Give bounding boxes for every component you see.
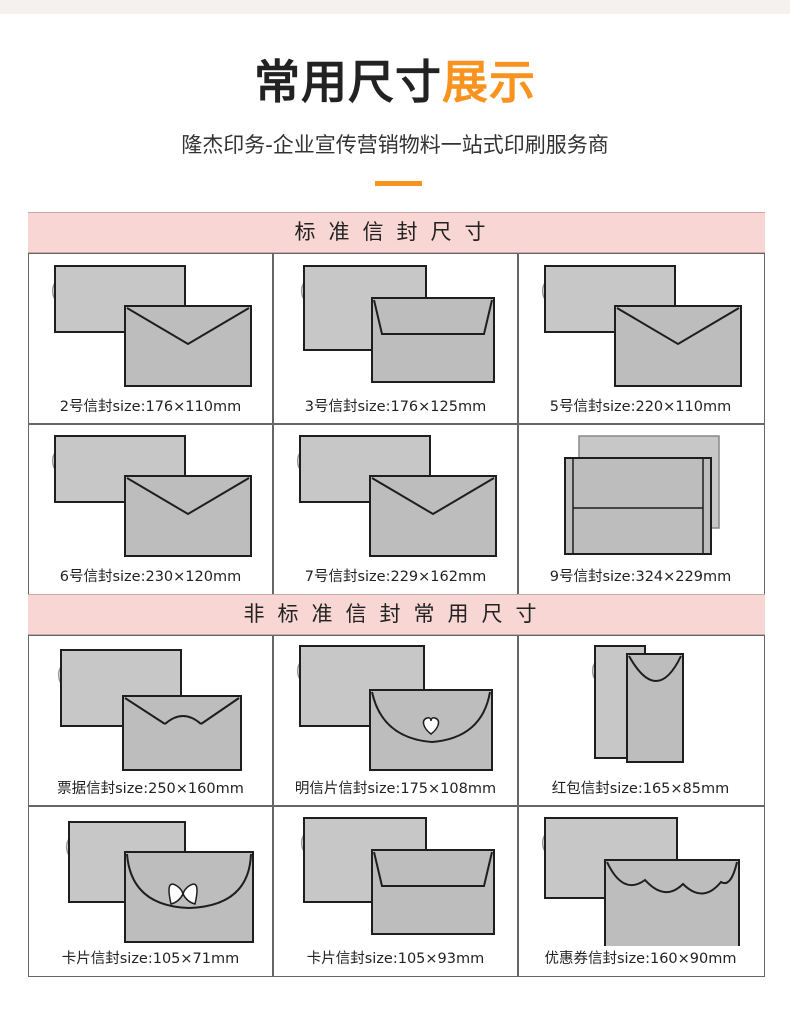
page-title: 常用尺寸展示 <box>0 50 790 114</box>
standard-envelope-card: 6号信封size:230×120mm <box>29 424 272 593</box>
top-decor-strip <box>0 0 790 14</box>
nonstandard-envelope-card: 卡片信封size:105×71mm <box>29 806 272 975</box>
title-accent-bar <box>375 181 422 186</box>
page-subtitle: 隆杰印务-企业宣传营销物料一站式印刷服务商 <box>181 133 609 157</box>
envelope-illustration <box>51 265 252 387</box>
envelope-size-caption: 红包信封size:165×85mm <box>551 781 730 797</box>
envelope-size-caption: 明信片信封size:175×108mm <box>294 781 497 797</box>
envelope-illustration <box>51 435 252 557</box>
envelope-size-caption: 票据信封size:250×160mm <box>57 781 244 797</box>
envelope-size-caption: 卡片信封size:105×93mm <box>306 951 485 967</box>
nonstandard-envelope-card: 明信片信封size:175×108mm <box>274 636 517 805</box>
standard-envelope-card: 5号信封size:220×110mm <box>519 254 762 423</box>
envelope-size-caption: 5号信封size:220×110mm <box>549 399 732 415</box>
envelope-illustration <box>57 649 242 771</box>
envelope-illustration <box>591 645 684 763</box>
page-title-highlight: 展示 <box>442 55 536 109</box>
envelope-size-caption: 9号信封size:324×229mm <box>549 569 732 585</box>
envelope-size-caption: 卡片信封size:105×71mm <box>61 951 240 967</box>
nonstandard-envelope-card: 票据信封size:250×160mm <box>29 636 272 805</box>
envelope-illustration <box>541 817 740 946</box>
standard-envelope-card: 7号信封size:229×162mm <box>274 424 517 593</box>
envelope-size-caption: 优惠券信封size:160×90mm <box>544 951 737 967</box>
envelope-illustration <box>564 435 720 555</box>
envelope-illustration <box>296 645 493 771</box>
standard-envelope-grid: 2号信封size:176×110mm 3号信封size:176×125mm 5号信封… <box>28 253 765 595</box>
grid-row-divider <box>29 805 764 807</box>
nonstandard-section-heading: 非标准信封常用尺寸 <box>28 594 765 635</box>
grid-row-divider <box>29 423 764 425</box>
page-title-main: 常用尺寸 <box>254 55 442 109</box>
envelope-illustration <box>296 435 497 557</box>
nonstandard-envelope-card: 红包信封size:165×85mm <box>519 636 762 805</box>
envelope-illustration <box>65 821 254 943</box>
envelope-size-caption: 7号信封size:229×162mm <box>304 569 487 585</box>
envelope-illustration <box>300 265 495 383</box>
standard-envelope-card: 3号信封size:176×125mm <box>274 254 517 423</box>
envelope-size-caption: 6号信封size:230×120mm <box>59 569 242 585</box>
envelope-illustration <box>300 817 495 935</box>
standard-envelope-card: 9号信封size:324×229mm <box>519 424 762 593</box>
envelope-size-caption: 2号信封size:176×110mm <box>59 399 242 415</box>
envelope-illustration <box>541 265 742 387</box>
nonstandard-envelope-grid: 票据信封size:250×160mm 明信片信封size:175×108mm 红包信… <box>28 635 765 977</box>
nonstandard-envelope-card: 卡片信封size:105×93mm <box>274 806 517 975</box>
nonstandard-envelope-card: 优惠券信封size:160×90mm <box>519 806 762 975</box>
envelope-size-caption: 3号信封size:176×125mm <box>304 399 487 415</box>
standard-envelope-card: 2号信封size:176×110mm <box>29 254 272 423</box>
standard-section-heading: 标准信封尺寸 <box>28 212 765 253</box>
